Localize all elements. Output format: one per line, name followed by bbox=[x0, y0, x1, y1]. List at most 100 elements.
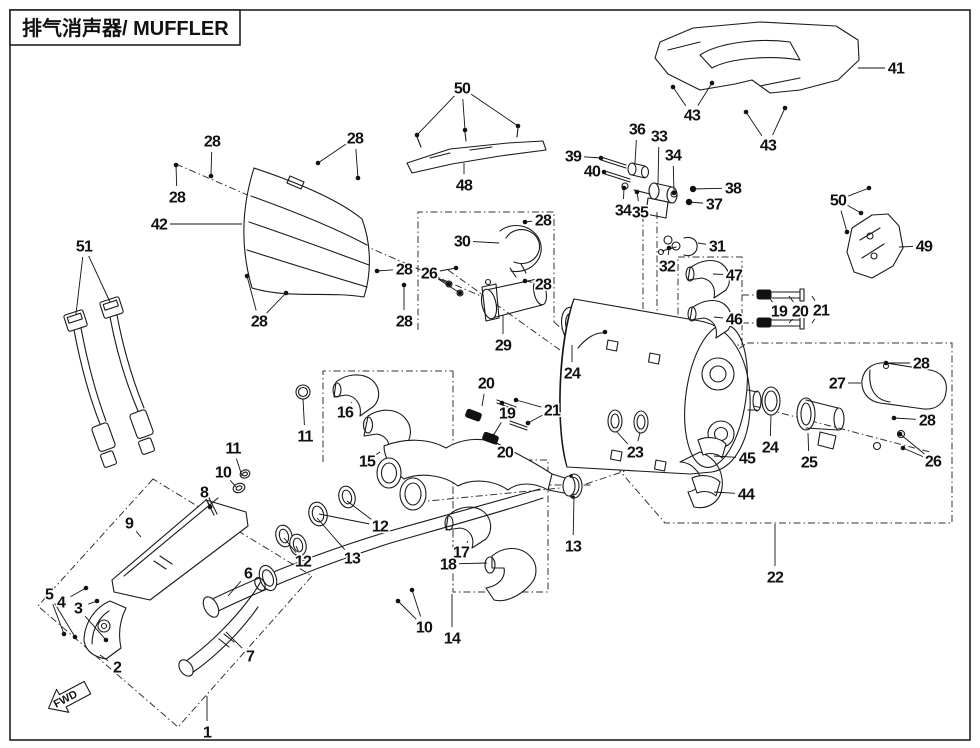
leader-line bbox=[397, 600, 417, 620]
fastener-dot bbox=[315, 160, 321, 166]
part-clamps-44-45 bbox=[691, 437, 727, 497]
leader-line bbox=[767, 318, 772, 324]
callout-33: 33 bbox=[651, 129, 668, 146]
leader-line bbox=[472, 241, 500, 244]
dashed-group-box bbox=[417, 211, 555, 330]
leader-line bbox=[713, 316, 724, 319]
callout-28: 28 bbox=[535, 213, 552, 230]
leader-line bbox=[788, 318, 793, 324]
callout-24: 24 bbox=[762, 440, 779, 457]
callout-2: 2 bbox=[113, 660, 122, 677]
callout-13: 13 bbox=[565, 539, 582, 556]
callout-48: 48 bbox=[456, 178, 473, 195]
fastener-dot bbox=[634, 189, 640, 195]
callout-36: 36 bbox=[629, 122, 646, 139]
fastener-dot bbox=[414, 132, 420, 138]
leader-line bbox=[75, 256, 84, 315]
axis-line bbox=[447, 269, 561, 351]
callout-39: 39 bbox=[565, 149, 582, 166]
part-pipe-29 bbox=[445, 278, 548, 322]
callout-19: 19 bbox=[499, 406, 516, 423]
part-rear-pipe-7 bbox=[178, 576, 266, 677]
leader-line bbox=[637, 432, 641, 442]
callout-30: 30 bbox=[454, 234, 471, 251]
callout-41: 41 bbox=[888, 61, 905, 78]
leader-line bbox=[672, 165, 675, 194]
fastener-dot bbox=[525, 420, 531, 426]
callout-8: 8 bbox=[200, 485, 209, 502]
callout-12: 12 bbox=[295, 554, 312, 571]
leader-line bbox=[458, 562, 488, 565]
title-block: 排气消声器/ MUFFLER bbox=[9, 9, 241, 46]
leader-line bbox=[697, 242, 707, 245]
fastener-dot bbox=[671, 190, 677, 196]
fwd-arrow: FWD bbox=[48, 680, 92, 713]
callout-29: 29 bbox=[495, 338, 512, 355]
fastener-dot bbox=[601, 169, 607, 175]
leader-line bbox=[572, 495, 575, 536]
callout-11: 11 bbox=[225, 441, 241, 458]
callout-21: 21 bbox=[544, 403, 561, 420]
callout-28: 28 bbox=[535, 277, 552, 294]
leader-line bbox=[713, 491, 736, 494]
fastener-dot bbox=[522, 219, 528, 225]
callout-4: 4 bbox=[57, 595, 66, 612]
part-y-collector bbox=[295, 374, 576, 511]
leader-line bbox=[317, 143, 347, 164]
fastener-dot bbox=[103, 637, 109, 643]
callout-28: 28 bbox=[204, 134, 221, 151]
leader-line bbox=[295, 545, 299, 552]
callout-34: 34 bbox=[615, 203, 632, 220]
fastener-dot bbox=[515, 123, 521, 129]
leader-line bbox=[135, 531, 142, 538]
callout-28: 28 bbox=[919, 413, 936, 430]
fastener-dot bbox=[743, 109, 749, 115]
leader-line bbox=[713, 455, 737, 458]
leader-line bbox=[527, 414, 543, 424]
part-muffler-body bbox=[559, 298, 762, 509]
callout-9: 9 bbox=[125, 516, 134, 533]
callout-28: 28 bbox=[396, 314, 413, 331]
leader-line bbox=[902, 447, 924, 458]
fastener-dot bbox=[409, 587, 415, 593]
callout-38: 38 bbox=[725, 181, 742, 198]
leader-line bbox=[88, 255, 111, 303]
callout-49: 49 bbox=[916, 239, 933, 256]
drawing-layer: FWD bbox=[48, 21, 947, 713]
leader-line bbox=[437, 278, 461, 294]
leader-line bbox=[697, 82, 713, 106]
callout-23: 23 bbox=[627, 445, 644, 462]
callout-28: 28 bbox=[347, 131, 364, 148]
leader-line bbox=[375, 451, 381, 456]
callout-11: 11 bbox=[297, 429, 313, 446]
leader-line bbox=[692, 187, 723, 190]
leader-line bbox=[767, 295, 773, 303]
leader-line bbox=[84, 615, 107, 641]
callout-12: 12 bbox=[372, 519, 389, 536]
part-gaskets-23 bbox=[607, 409, 649, 434]
callout-20: 20 bbox=[497, 445, 514, 462]
fastener-dot bbox=[866, 185, 872, 191]
fastener-dot bbox=[782, 105, 788, 111]
leader-line bbox=[302, 398, 305, 426]
fastener-dot bbox=[355, 175, 361, 181]
leader-line bbox=[515, 399, 542, 408]
callout-44: 44 bbox=[738, 487, 755, 504]
callout-10: 10 bbox=[416, 620, 433, 637]
callout-32: 32 bbox=[659, 259, 676, 276]
fastener-dot bbox=[499, 400, 505, 406]
leader-line bbox=[227, 581, 242, 597]
callout-13: 13 bbox=[344, 551, 361, 568]
leader-line bbox=[70, 587, 87, 598]
callout-25: 25 bbox=[801, 455, 818, 472]
leader-line bbox=[235, 458, 243, 477]
leader-line bbox=[52, 604, 65, 635]
fastener-dot bbox=[690, 186, 696, 192]
fastener-dot bbox=[94, 598, 100, 604]
leader-line bbox=[769, 414, 772, 437]
callout-46: 46 bbox=[726, 312, 743, 329]
leader-line bbox=[462, 98, 466, 131]
